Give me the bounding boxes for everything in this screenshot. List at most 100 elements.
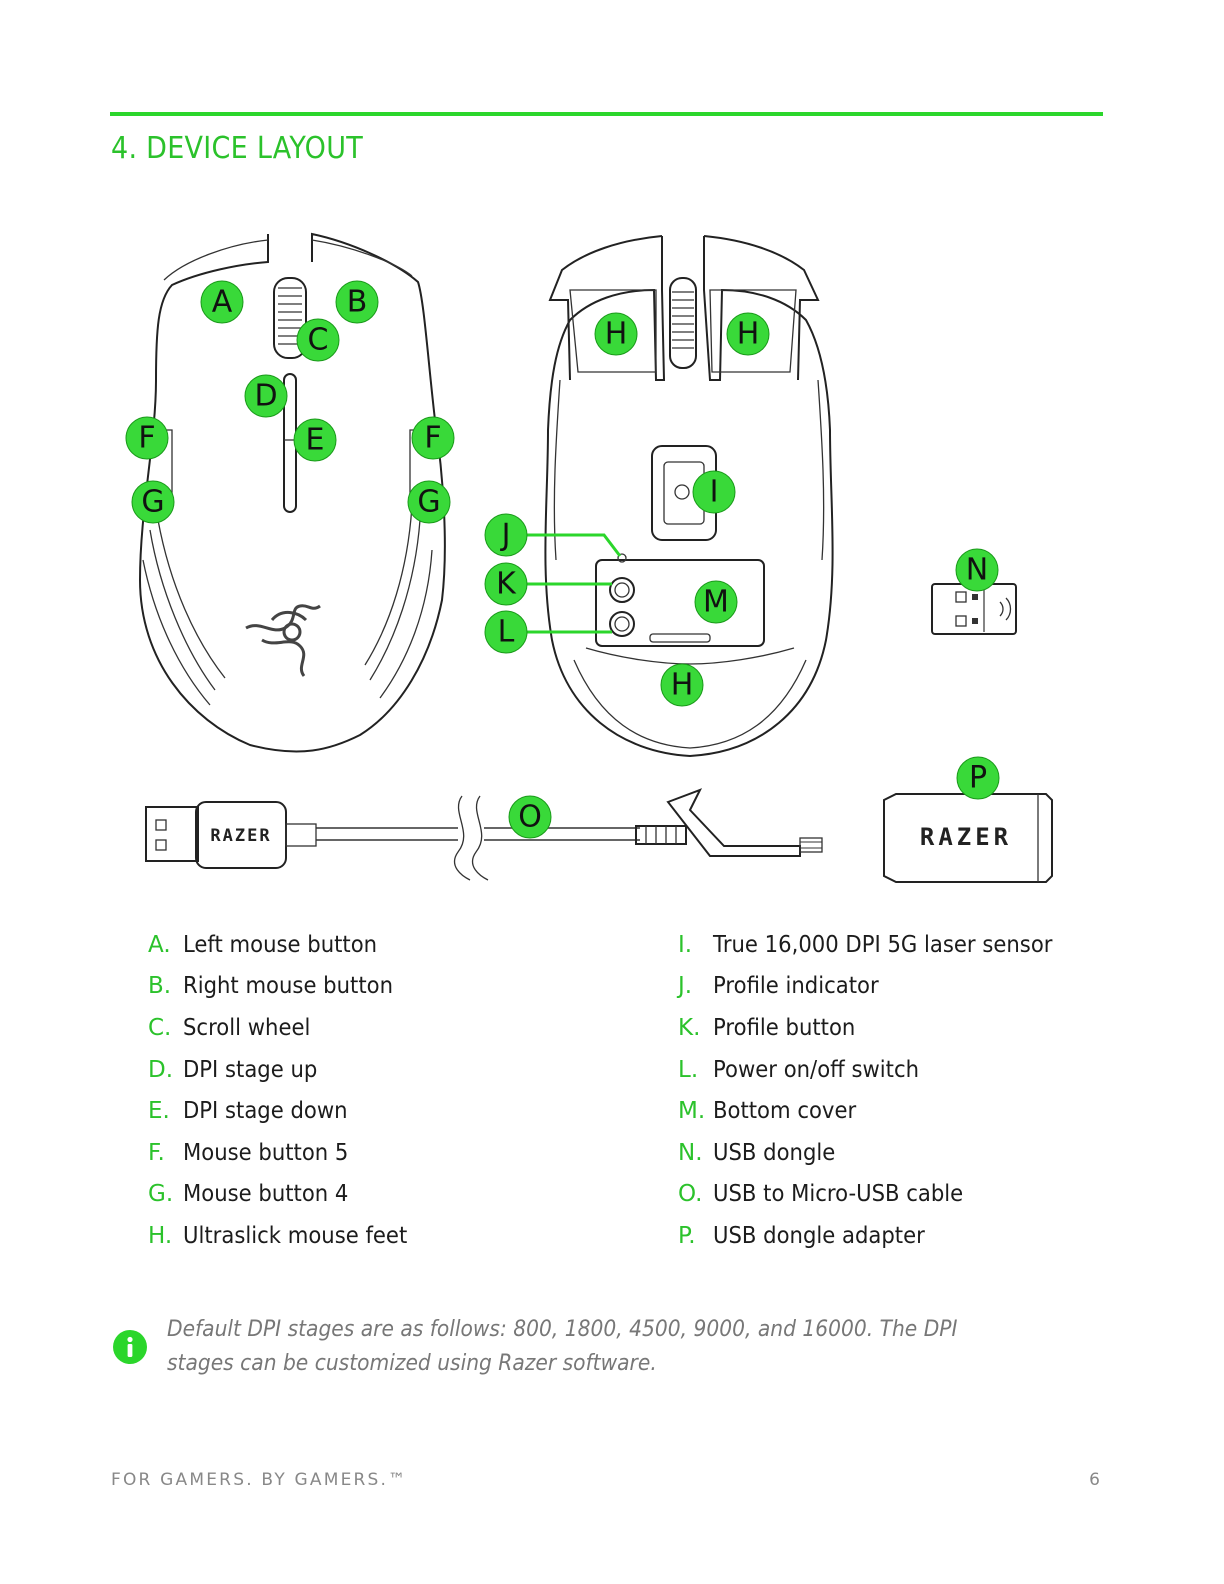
mouse-top-view bbox=[138, 232, 446, 753]
legend-item: L. Power on/off switch bbox=[678, 1049, 1082, 1091]
callout-O: O bbox=[508, 795, 552, 839]
legend-text: USB to Micro-USB cable bbox=[713, 1181, 964, 1208]
callout-H-left: H bbox=[594, 312, 638, 356]
legend-item: P. USB dongle adapter bbox=[678, 1215, 1082, 1257]
device-layout-diagram: RAZER RAZER A B C D E F F G G H H H bbox=[125, 232, 1053, 883]
callout-I: I bbox=[692, 470, 736, 514]
usb-dongle-adapter: RAZER bbox=[883, 793, 1053, 883]
legend-text: Profile indicator bbox=[713, 973, 879, 1000]
cable-razer-logo: RAZER bbox=[210, 826, 271, 846]
callout-F-left: F bbox=[125, 416, 169, 460]
legend-item: C. Scroll wheel bbox=[148, 1007, 427, 1049]
legend-item: O. USB to Micro-USB cable bbox=[678, 1174, 1082, 1216]
legend-text: Mouse button 4 bbox=[183, 1181, 349, 1208]
section-title: 4. DEVICE LAYOUT bbox=[111, 131, 363, 166]
info-icon bbox=[113, 1330, 147, 1364]
usb-dongle bbox=[931, 583, 1017, 635]
svg-text:P: P bbox=[969, 761, 987, 796]
callout-A: A bbox=[200, 280, 244, 324]
legend-letter: C. bbox=[148, 1014, 172, 1041]
callout-G-left: G bbox=[131, 480, 175, 524]
legend-item: B. Right mouse button bbox=[148, 966, 427, 1008]
mouse-bottom-view bbox=[544, 235, 834, 758]
note-text: Default DPI stages are as follows: 800, … bbox=[167, 1317, 958, 1376]
svg-text:G: G bbox=[141, 485, 164, 520]
svg-text:J: J bbox=[500, 518, 511, 553]
svg-text:M: M bbox=[703, 585, 729, 620]
legend-text: USB dongle bbox=[713, 1139, 836, 1166]
svg-text:A: A bbox=[212, 285, 233, 320]
callout-J: J bbox=[484, 513, 528, 557]
svg-text:D: D bbox=[254, 379, 277, 414]
legend-item: E. DPI stage down bbox=[148, 1090, 427, 1132]
legend-text: USB dongle adapter bbox=[713, 1222, 925, 1249]
legend-text: DPI stage down bbox=[183, 1098, 348, 1125]
svg-text:L: L bbox=[498, 615, 515, 650]
legend-letter: K. bbox=[678, 1014, 701, 1041]
legend-text: Profile button bbox=[713, 1014, 856, 1041]
legend-letter: N. bbox=[678, 1139, 703, 1166]
legend-text: DPI stage up bbox=[183, 1056, 318, 1083]
legend-letter: E. bbox=[148, 1098, 170, 1125]
legend-letter: A. bbox=[148, 931, 171, 958]
footer-tagline: FOR GAMERS. BY GAMERS.™ bbox=[111, 1470, 408, 1490]
callout-D: D bbox=[244, 374, 288, 418]
legend-item: A. Left mouse button bbox=[148, 924, 427, 966]
callout-P: P bbox=[956, 756, 1000, 800]
legend-item: K. Profile button bbox=[678, 1007, 1082, 1049]
legend-text: Ultraslick mouse feet bbox=[183, 1222, 408, 1249]
callout-leaders bbox=[527, 533, 622, 634]
legend-text: Right mouse button bbox=[183, 973, 393, 1000]
legend-letter: F. bbox=[148, 1139, 165, 1166]
legend-letter: H. bbox=[148, 1222, 173, 1249]
legend-item: M.Bottom cover bbox=[678, 1090, 1082, 1132]
callout-G-right: G bbox=[407, 480, 451, 524]
legend-letter: O. bbox=[678, 1181, 703, 1208]
legend-item: J. Profile indicator bbox=[678, 966, 1082, 1008]
legend-letter: P. bbox=[678, 1222, 696, 1249]
svg-text:C: C bbox=[308, 323, 329, 358]
legend-item: N. USB dongle bbox=[678, 1132, 1082, 1174]
svg-text:E: E bbox=[306, 423, 325, 458]
legend-letter: J. bbox=[678, 973, 693, 1000]
svg-text:N: N bbox=[966, 553, 988, 588]
callout-B: B bbox=[335, 280, 379, 324]
svg-text:O: O bbox=[518, 800, 542, 835]
legend-letter: B. bbox=[148, 973, 172, 1000]
legend-letter: G. bbox=[148, 1181, 174, 1208]
svg-text:B: B bbox=[347, 285, 368, 320]
svg-text:H: H bbox=[671, 668, 694, 703]
callout-M: M bbox=[694, 580, 738, 624]
page-number: 6 bbox=[1089, 1470, 1100, 1490]
legend-item: D.DPI stage up bbox=[148, 1049, 427, 1091]
callout-H-bottom: H bbox=[660, 663, 704, 707]
svg-text:F: F bbox=[424, 421, 441, 456]
legend-item: I.True 16,000 DPI 5G laser sensor bbox=[678, 924, 1082, 966]
adapter-razer-logo: RAZER bbox=[920, 823, 1012, 851]
legend-text: True 16,000 DPI 5G laser sensor bbox=[713, 931, 1053, 958]
svg-text:H: H bbox=[605, 317, 628, 352]
legend-text: Mouse button 5 bbox=[183, 1139, 349, 1166]
legend-item: F. Mouse button 5 bbox=[148, 1132, 427, 1174]
callout-H-right: H bbox=[726, 312, 770, 356]
svg-text:I: I bbox=[710, 475, 719, 510]
svg-text:K: K bbox=[496, 567, 517, 602]
svg-text:F: F bbox=[138, 421, 155, 456]
razer-logo-icon bbox=[245, 604, 321, 677]
usb-cable: RAZER bbox=[145, 788, 823, 881]
svg-text:H: H bbox=[737, 317, 760, 352]
legend-item: H. Ultraslick mouse feet bbox=[148, 1215, 427, 1257]
legend-text: Power on/off switch bbox=[713, 1056, 919, 1083]
callout-L: L bbox=[484, 610, 528, 654]
legend-text: Scroll wheel bbox=[183, 1014, 311, 1041]
legend-text: Left mouse button bbox=[183, 931, 378, 958]
legend-item: G. Mouse button 4 bbox=[148, 1174, 427, 1216]
callout-N: N bbox=[955, 548, 999, 592]
svg-text:G: G bbox=[417, 485, 440, 520]
legend-letter: M. bbox=[678, 1098, 706, 1125]
legend-letter: L. bbox=[678, 1056, 699, 1083]
callout-F-right: F bbox=[411, 416, 455, 460]
callout-C: C bbox=[296, 318, 340, 362]
